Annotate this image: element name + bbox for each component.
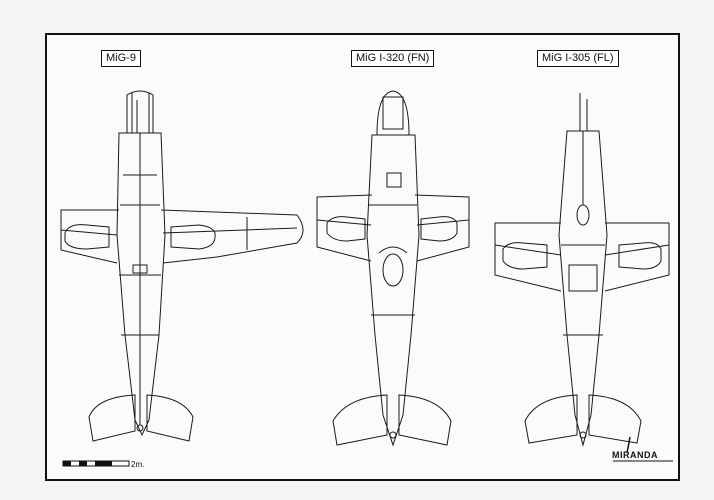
publisher-logo: MIRANDA bbox=[612, 450, 658, 460]
aircraft-top-view-i305-icon bbox=[494, 93, 670, 447]
label-mig-i320: MiG I-320 (FN) bbox=[351, 50, 435, 67]
aircraft-top-view-mig9-icon bbox=[60, 90, 304, 442]
scale-bar-icon bbox=[62, 460, 130, 467]
label-mig9: MiG-9 bbox=[101, 50, 141, 67]
aircraft-drawings bbox=[60, 90, 673, 467]
aircraft-top-view-i320-icon bbox=[316, 90, 470, 447]
label-mig-i305: MiG I-305 (FL) bbox=[537, 50, 619, 67]
drawing-frame: MiG-9 MiG I-320 (FN) MiG I-305 (FL) bbox=[45, 33, 680, 481]
miranda-logo-icon bbox=[613, 436, 673, 462]
scale-label: 2m. bbox=[131, 460, 145, 469]
